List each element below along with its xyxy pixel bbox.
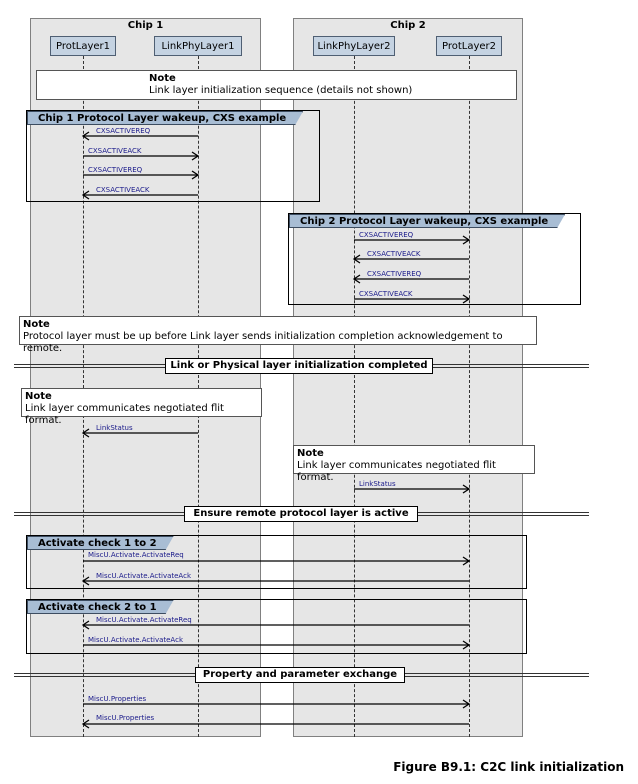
participant-protlayer2: ProtLayer2 [436,36,502,56]
message-label: MiscU.Activate.ActivateAck [96,572,191,580]
message-label: CXSACTIVEREQ [359,231,414,239]
note-protocol-up: Note Protocol layer must be up before Li… [19,316,537,354]
participant-linkphylayer1: LinkPhyLayer1 [154,36,242,56]
lifeline-linkphylayer2 [354,56,355,737]
chip1-title: Chip 1 [127,20,164,31]
message-label: CXSACTIVEREQ [96,127,151,135]
message-label: LinkStatus [96,424,133,432]
divider-label: Property and parameter exchange [195,667,405,683]
frame-chip1-wakeup: Chip 1 Protocol Layer wakeup, CXS exampl… [26,110,320,202]
note-text: Link layer communicates negotiated flit … [25,403,224,426]
note-title: Note [149,73,176,84]
frame-label: Activate check 1 to 2 [27,536,174,550]
participant-protlayer1: ProtLayer1 [50,36,116,56]
divider-label: Ensure remote protocol layer is active [184,506,418,522]
chip2-title: Chip 2 [390,20,426,31]
message-label: CXSACTIVEACK [88,147,142,155]
note-flit-format-chip1: Note Link layer communicates negotiated … [21,388,262,426]
message-label: CXSACTIVEACK [96,186,150,194]
note-text: Link layer initialization sequence (deta… [149,85,413,96]
frame-label: Chip 2 Protocol Layer wakeup, CXS exampl… [289,214,565,228]
message-label: CXSACTIVEACK [367,250,421,258]
chip1-region [30,18,261,737]
note-link-init: Note Link layer initialization sequence … [36,70,517,100]
message-label: MiscU.Properties [96,714,155,722]
note-text: Link layer communicates negotiated flit … [297,460,496,483]
note-title: Note [23,319,50,330]
figure-caption: Figure B9.1: C2C link initialization [393,760,624,774]
frame-label: Chip 1 Protocol Layer wakeup, CXS exampl… [27,111,303,125]
frame-activate-1-to-2: Activate check 1 to 2 [26,535,527,589]
frame-activate-2-to-1: Activate check 2 to 1 [26,599,527,654]
lifeline-protlayer2 [469,56,470,737]
message-label: MiscU.Properties [88,695,147,703]
divider-label: Link or Physical layer initialization co… [165,358,433,374]
message-label: MiscU.Activate.ActivateReq [96,616,192,624]
message-label: CXSACTIVEACK [359,290,413,298]
participant-linkphylayer2: LinkPhyLayer2 [313,36,395,56]
message-label: CXSACTIVEREQ [88,166,143,174]
note-title: Note [25,391,52,402]
message-label: LinkStatus [359,480,396,488]
message-label: MiscU.Activate.ActivateReq [88,551,184,559]
note-title: Note [297,448,324,459]
note-flit-format-chip2: Note Link layer communicates negotiated … [293,445,535,483]
note-text: Protocol layer must be up before Link la… [23,331,503,354]
message-label: CXSACTIVEREQ [367,270,422,278]
message-label: MiscU.Activate.ActivateAck [88,636,183,644]
frame-label: Activate check 2 to 1 [27,600,174,614]
frame-chip2-wakeup: Chip 2 Protocol Layer wakeup, CXS exampl… [288,213,581,305]
chip2-region [293,18,523,737]
